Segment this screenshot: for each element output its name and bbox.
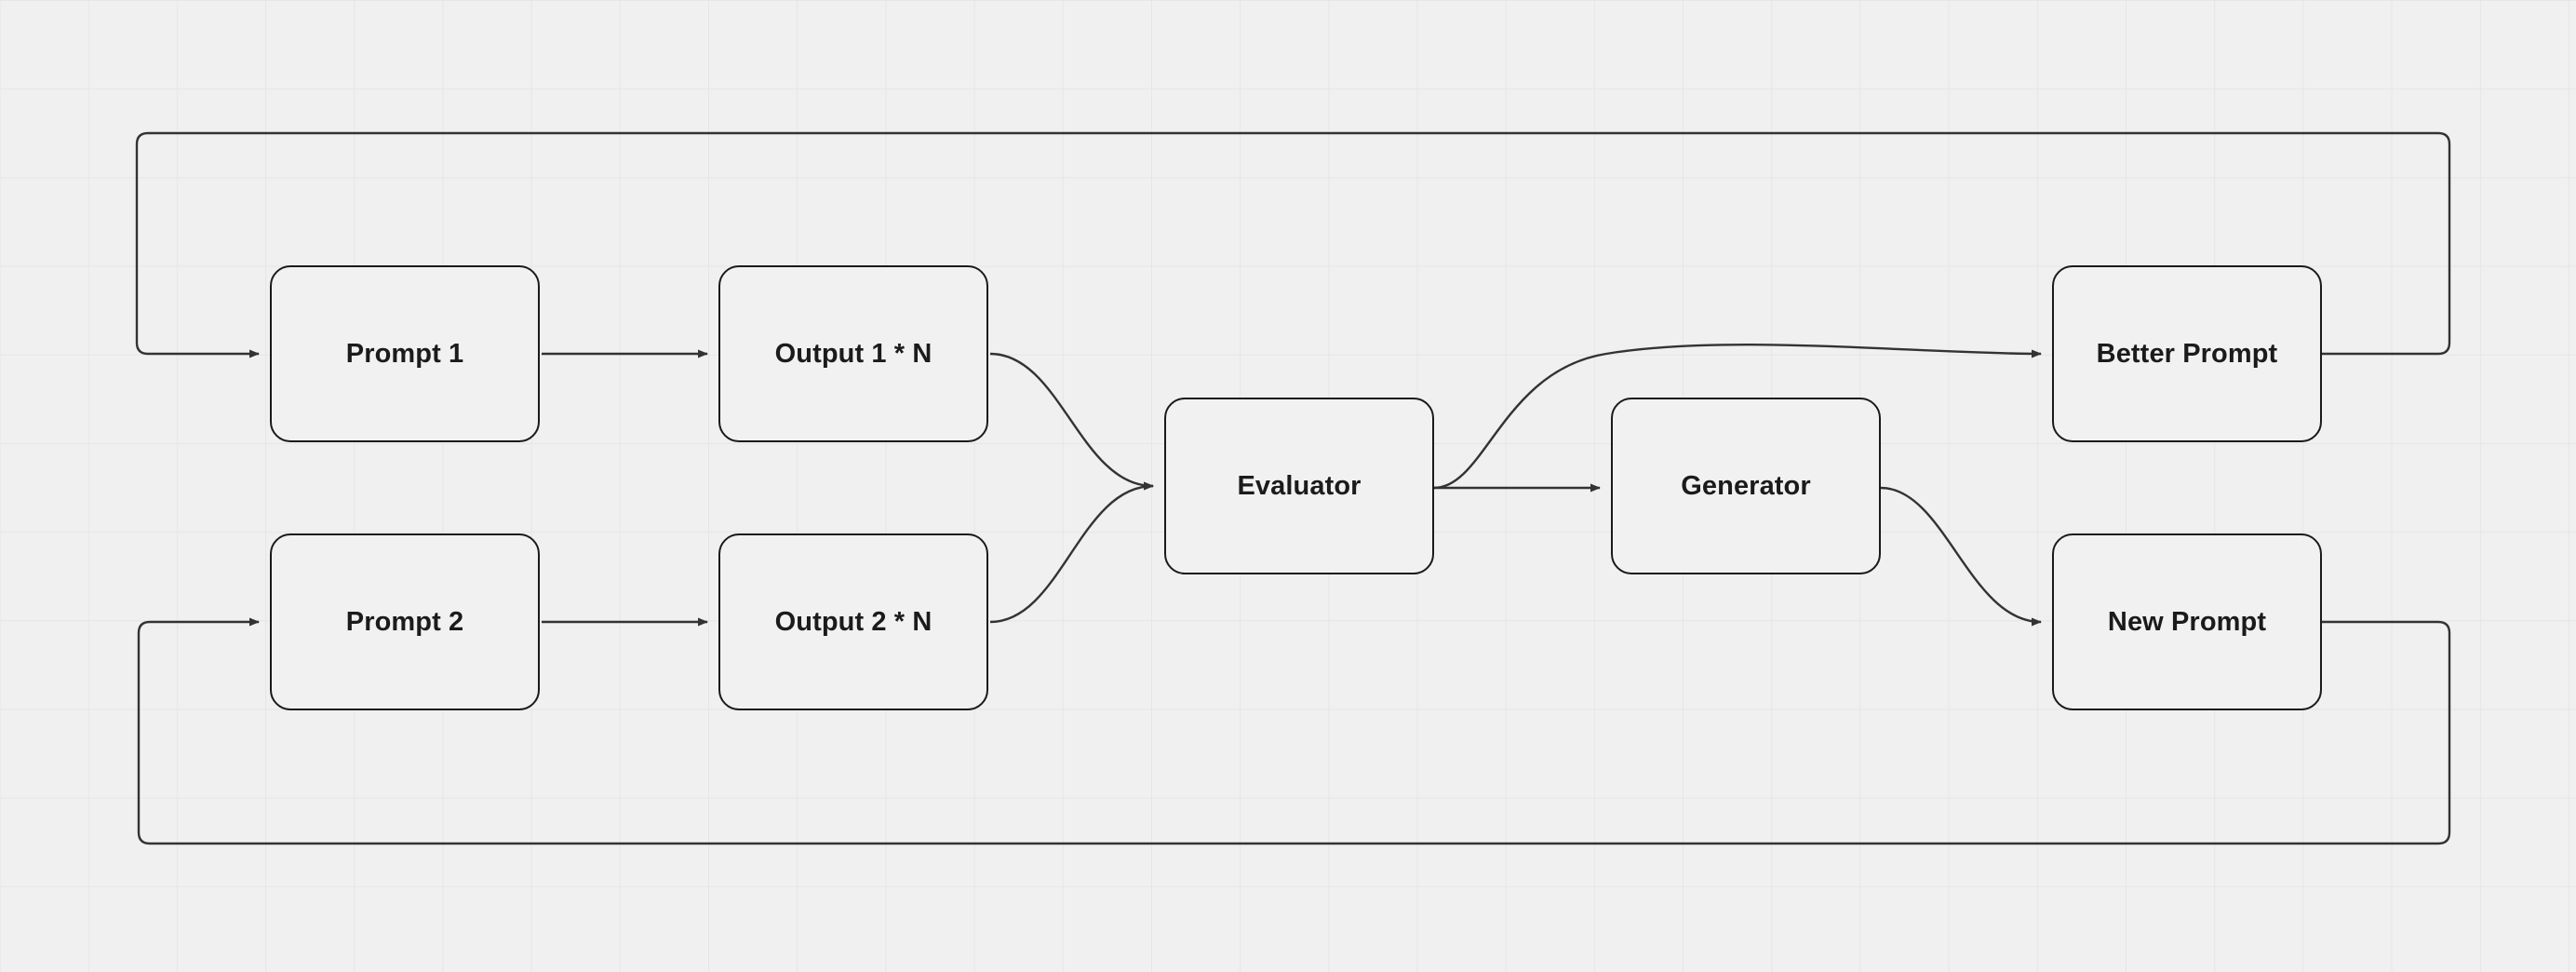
- edge-generator-to-new-prompt: [1880, 486, 2042, 627]
- node-evaluator[interactable]: Evaluator: [1164, 398, 1434, 574]
- node-prompt2-label: Prompt 2: [345, 606, 464, 637]
- node-generator[interactable]: Generator: [1611, 398, 1881, 574]
- node-evaluator-label: Evaluator: [1237, 470, 1362, 501]
- node-output1-label: Output 1 * N: [774, 338, 932, 369]
- node-prompt1-label: Prompt 1: [345, 338, 464, 369]
- edge-output2-to-evaluator: [989, 481, 1154, 624]
- node-prompt1[interactable]: Prompt 1: [270, 265, 540, 442]
- node-new-prompt[interactable]: New Prompt: [2052, 533, 2322, 710]
- node-prompt2[interactable]: Prompt 2: [270, 533, 540, 710]
- node-output2-label: Output 2 * N: [774, 606, 932, 637]
- node-better-prompt-label: Better Prompt: [2096, 338, 2278, 369]
- node-output1[interactable]: Output 1 * N: [718, 265, 988, 442]
- node-better-prompt[interactable]: Better Prompt: [2052, 265, 2322, 442]
- edge-output1-to-evaluator: [989, 352, 1154, 491]
- node-generator-label: Generator: [1681, 470, 1811, 501]
- node-output2[interactable]: Output 2 * N: [718, 533, 988, 710]
- node-new-prompt-label: New Prompt: [2107, 606, 2267, 637]
